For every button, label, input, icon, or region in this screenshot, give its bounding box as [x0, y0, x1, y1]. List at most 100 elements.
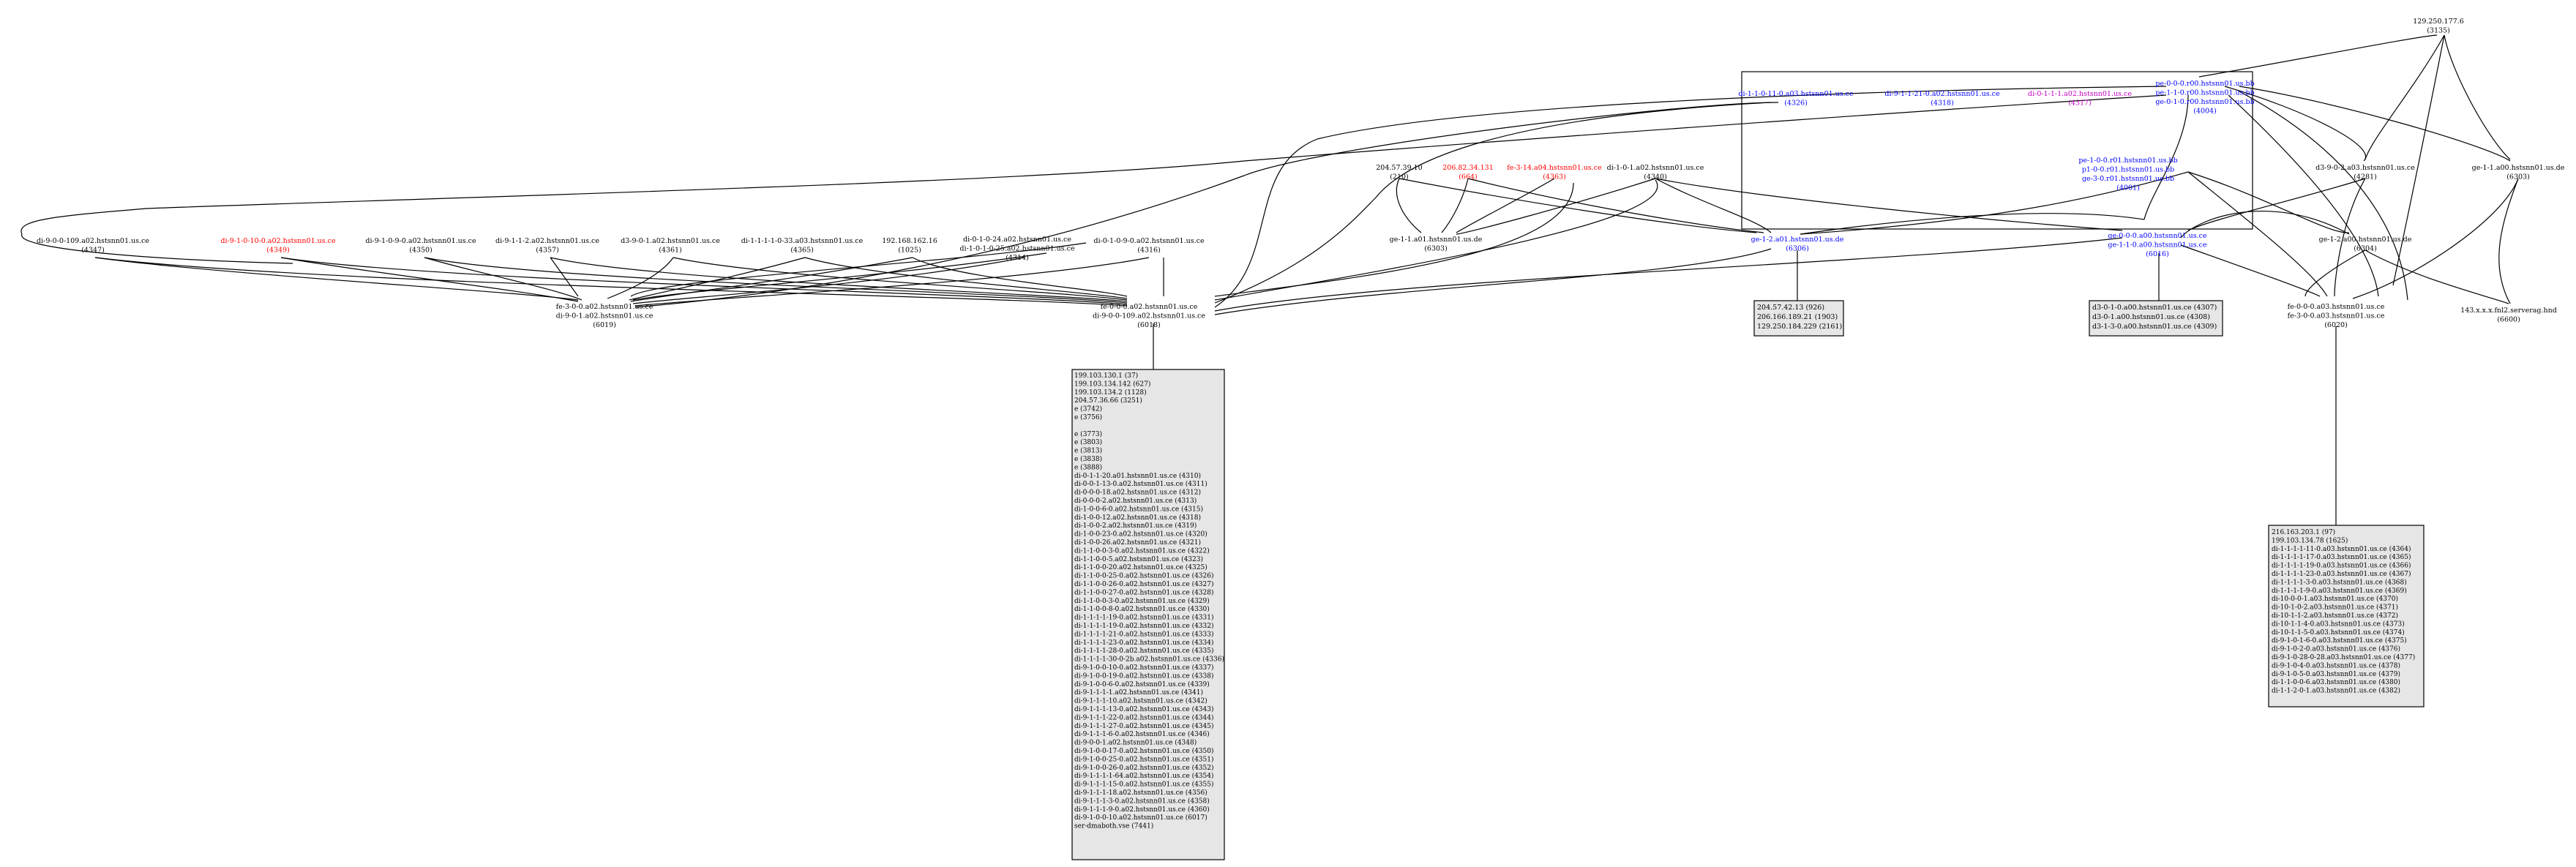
graph-edge — [2187, 171, 2328, 297]
graph-edge — [2224, 86, 2366, 162]
box-line: di-1-1-1-1-21-0.a02.hstsnn01.us.ce (4333… — [1074, 630, 1214, 638]
node-143-6600[interactable]: 143.x.x.x.fnl2.serverag.hnd(6600) — [2460, 307, 2557, 324]
node-label-line: (4340) — [1644, 173, 1667, 181]
node-di-4347[interactable]: di-9-0-0-109.a02.hstsnn01.us.ce (4347) — [37, 237, 149, 255]
edge-group — [20, 34, 2519, 525]
box-line: di-9-1-1-1-1.a02.hstsnn01.us.ce (4341) — [1074, 688, 1203, 697]
box-line: di-9-1-1-1-9-0.a02.hstsnn01.us.ce (4360) — [1074, 806, 1210, 814]
node-label-line: fe-3-14.a04.hstsnn01.us.ce — [1507, 164, 1602, 172]
box-line: e (3888) — [1074, 463, 1102, 471]
box-line: di-1-1-1-1-17-0.a03.hstsnn01.us.ce (4365… — [2272, 553, 2411, 561]
node-label-line: di-0-1-1-1.a02.hstsnn01.us.ce — [2028, 90, 2132, 98]
box-line: di-9-1-0-5-0.a03.hstsnn01.us.ce (4379) — [2272, 670, 2400, 678]
graph-edge — [912, 257, 1128, 297]
node-d3-4361[interactable]: d3-9-0-1.a02.hstsnn01.us.ce(4361) — [621, 237, 720, 255]
graph-edge — [1399, 178, 1757, 233]
node-ge-a00-6303[interactable]: ge-1-1.a00.hstsnn01.us.de(6303) — [2472, 164, 2565, 181]
node-di-4349[interactable]: di-9-1-0-10-0.a02.hstsnn01.us.ce(4349) — [220, 237, 336, 255]
node-di-4365[interactable]: di-1-1-1-1-0-33.a03.hstsnn01.us.ce(4365) — [741, 237, 864, 255]
node-di-4316[interactable]: di-0-1-0-9-0.a02.hstsnn01.us.ce(4316) — [1093, 237, 1205, 255]
node-label-line: (4361) — [659, 247, 682, 255]
node-label-line: (664) — [1459, 173, 1478, 181]
node-label-line: pe-0-0-0.r00.hstsnn01.us.bb — [2155, 80, 2254, 88]
node-129-250-177-6[interactable]: 129.250.177.6(3135) — [2413, 18, 2464, 35]
box-line: di-9-1-0-4-0.a03.hstsnn01.us.ce (4378) — [2272, 661, 2400, 669]
box-line: e (3813) — [1074, 447, 1102, 455]
node-label-line: (4365) — [790, 247, 814, 255]
node-204-57-39-10[interactable]: 204.57.39.10(210) — [1376, 164, 1422, 181]
node-206-82-34-131[interactable]: 206.82.34.131(664) — [1442, 164, 1494, 181]
graph-edge — [1214, 102, 1772, 304]
box-line: e (3773) — [1074, 430, 1102, 438]
box-line: di-1-1-1-1-19-0.a02.hstsnn01.us.ce (4332… — [1074, 622, 1214, 630]
node-label-line: (6016) — [2146, 250, 2169, 258]
box-line: di-1-1-0-0-25-0.a02.hstsnn01.us.ce (4326… — [1074, 572, 1214, 580]
box-line: di-9-1-0-0-10.a02.hstsnn01.us.ce (6017) — [1074, 814, 1208, 822]
node-label-line: fe-0-0-0.a03.hstsnn01.us.ce — [2288, 303, 2385, 311]
graph-edge — [607, 257, 674, 299]
address-box-a — [1753, 300, 1844, 337]
node-label-line: ge-0-0-0.a00.hstsnn01.us.ce — [2108, 232, 2207, 240]
box-line: di-10-1-1-2.a03.hstsnn01.us.ce (4372) — [2272, 612, 2398, 620]
box-line: di-9-1-1-1-13-0.a02.hstsnn01.us.ce (4343… — [1074, 705, 1214, 713]
box-line: di-1-1-0-0-20.a02.hstsnn01.us.ce (4325) — [1074, 563, 1208, 571]
graph-edge — [1655, 178, 1772, 233]
box-line: 129.250.184.229 (2161) — [1757, 323, 1842, 331]
box-line: di-1-1-1-1-9-0.a03.hstsnn01.us.ce (4369) — [2272, 587, 2407, 595]
node-label-line: (4004) — [2193, 108, 2217, 116]
node-di-4326[interactable]: di-1-1-0-11-0.a03.hstsnn01.us.ce(4326) — [1738, 90, 1854, 108]
node-di-4350[interactable]: di-9-1-0-9-0.a02.hstsnn01.us.ce(4350) — [365, 237, 476, 255]
box-line: di-10-0-0-1.a03.hstsnn01.us.ce (4370) — [2272, 595, 2398, 603]
graph-edge — [94, 257, 1128, 307]
box-line: ser-dmaboth.vse (7441) — [1074, 822, 1153, 830]
graph-edge — [2180, 244, 2321, 297]
node-di-4340[interactable]: di-1-0-1.a02.hstsnn01.us.ce(4340) — [1607, 164, 1704, 181]
box-line: di-1-1-1-1-28-0.a02.hstsnn01.us.ce (4335… — [1074, 647, 1214, 655]
node-ge-a01-6303[interactable]: ge-1-1.a01.hstsnn01.us.de(6303) — [1390, 236, 1483, 253]
graph-edge — [1800, 213, 2145, 235]
node-label-line: ge-1-1-0.a00.hstsnn01.us.ce — [2108, 241, 2207, 249]
box-line: di-9-1-0-0-19-0.a02.hstsnn01.us.ce (4338… — [1074, 672, 1214, 680]
node-label-line: p1-0-0.r01.hstsnn01.us.bb — [2082, 166, 2175, 174]
node-label-line: di-9-1-1-2.a02.hstsnn01.us.ce — [495, 237, 599, 245]
node-di-4317[interactable]: di-0-1-1-1.a02.hstsnn01.us.ce(4317) — [2028, 90, 2132, 108]
box-line: di-1-0-0-6-0.a02.hstsnn01.us.ce (4315) — [1074, 505, 1203, 513]
graph-edge — [2187, 178, 2366, 231]
node-di-4357[interactable]: di-9-1-1-2.a02.hstsnn01.us.ce(4357) — [495, 237, 599, 255]
box-line: d3-0-1.a00.hstsnn01.us.ce (4308) — [2092, 313, 2210, 321]
box-line: di-1-1-0-0-5.a02.hstsnn01.us.ce (4323) — [1074, 555, 1203, 563]
node-di-4318[interactable]: di-9-1-1-21-0.a02.hstsnn01.us.ce(4318) — [1884, 90, 2000, 108]
graph-edge — [1214, 182, 1574, 297]
box-line: di-9-1-1-1-22-0.a02.hstsnn01.us.ce (4344… — [1074, 713, 1214, 721]
box-line: di-0-0-0-18.a02.hstsnn01.us.ce (4312) — [1074, 489, 1201, 497]
box-line: di-1-1-1-1-23-0.a03.hstsnn01.us.ce (4367… — [2272, 570, 2411, 578]
node-label-line: di-9-0-0-109.a02.hstsnn01.us.ce — [37, 237, 149, 245]
node-fe-4363[interactable]: fe-3-14.a04.hstsnn01.us.ce(4363) — [1507, 164, 1602, 181]
node-d3-4281[interactable]: d3-9-0-2.a03.hstsnn01.us.ce(4281) — [2315, 164, 2415, 181]
cluster-boundary — [1741, 71, 2253, 230]
box-line: di-1-1-1-1-19-0.a02.hstsnn01.us.ce (4331… — [1074, 614, 1214, 622]
node-192-168-162-16[interactable]: 192.168.162.16(1025) — [882, 237, 937, 255]
node-label-line: (4326) — [1784, 100, 1808, 108]
graph-edge — [424, 257, 1128, 304]
graph-edge — [634, 102, 1779, 308]
box-line: di-9-1-0-0-10-0.a02.hstsnn01.us.ce (4337… — [1074, 664, 1214, 672]
node-label-line: di-1-0-1-0-25.a02.hstsnn01.us.ce — [959, 245, 1075, 253]
graph-edge — [632, 252, 1047, 301]
node-label-line: (4349) — [266, 247, 290, 255]
node-ge-a00-6304[interactable]: ge-1-2.a00.hstsnn01.us.de(6304) — [2319, 236, 2412, 253]
node-label-line: (4347) — [81, 247, 105, 255]
graph-edge — [2304, 249, 2366, 297]
node-label-line: (6020) — [2324, 321, 2348, 329]
box-line: di-9-1-1-1-3-0.a02.hstsnn01.us.ce (4358) — [1074, 797, 1210, 805]
node-label-line: (4350) — [409, 247, 433, 255]
node-ge-6306[interactable]: ge-1-2.a01.hstsnn01.us.de(6306) — [1751, 236, 1844, 253]
box-line: di-9-1-0-0-25-0.a02.hstsnn01.us.ce (4351… — [1074, 755, 1214, 763]
